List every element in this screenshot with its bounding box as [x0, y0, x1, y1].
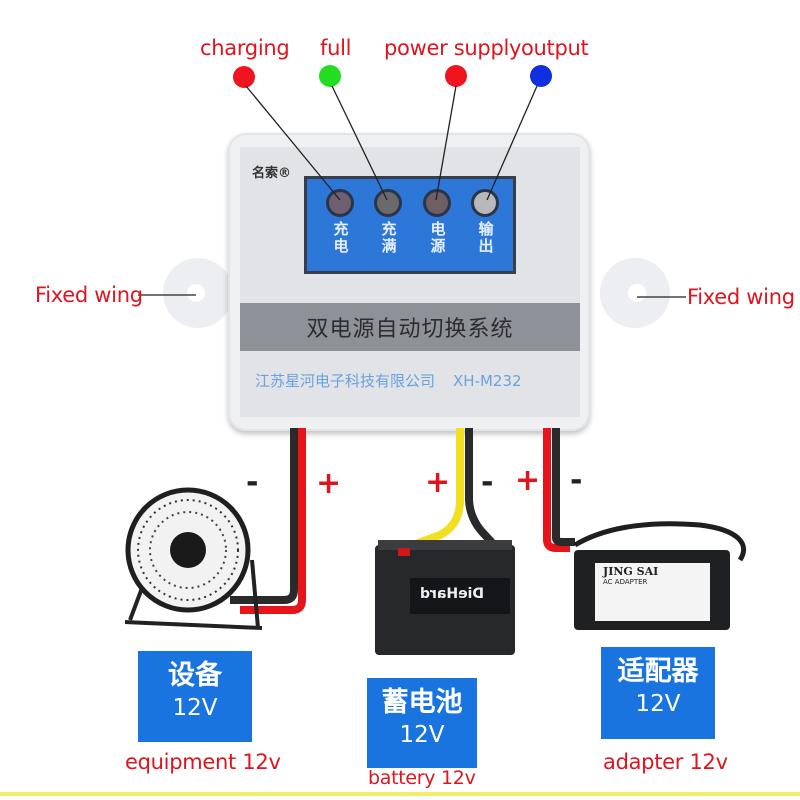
label-box-battery: 蓄电池 12V	[367, 678, 477, 768]
wire-battery-negative	[465, 428, 500, 551]
led-label-output: 输出	[478, 220, 494, 255]
callout-full: full	[320, 36, 352, 60]
indicator-dot-power-supply	[445, 65, 467, 87]
fixed-wing-left	[163, 258, 233, 328]
brand-logo: 名索®	[252, 166, 292, 181]
callout-fixed-wing-left: Fixed wing	[35, 283, 143, 307]
label-box-adapter: 适配器 12V	[601, 647, 715, 739]
label-adapter-voltage: 12V	[635, 691, 681, 717]
label-equipment-cn: 设备	[168, 660, 222, 691]
wire-equipment-positive	[240, 428, 306, 614]
label-adapter-cn: 适配器	[617, 656, 699, 687]
bottom-divider	[0, 792, 800, 796]
caption-adapter: adapter 12v	[603, 750, 728, 774]
sign-battery-negative: -	[481, 465, 494, 500]
wire-adapter-positive	[543, 428, 570, 552]
leader-line-output	[486, 85, 538, 201]
led-label-full: 充满	[381, 220, 397, 255]
led-label-power: 电源	[430, 220, 446, 255]
wire-adapter-negative	[552, 428, 575, 546]
indicator-dot-output	[530, 65, 552, 87]
battery-illustration	[375, 540, 515, 655]
label-box-equipment: 设备 12V	[138, 651, 252, 742]
sign-equipment-negative: -	[246, 465, 259, 500]
callout-charging: charging	[200, 36, 290, 60]
wire-battery-positive	[403, 428, 464, 552]
led-panel: 充电 充满 电源 输出	[304, 176, 516, 274]
led-full	[374, 189, 402, 217]
led-output	[471, 189, 499, 217]
leader-line-power	[435, 85, 457, 201]
indicator-dot-full	[319, 65, 341, 87]
sign-battery-positive: +	[425, 465, 451, 500]
fixed-wing-right	[600, 258, 670, 328]
company-line: 江苏星河电子科技有限公司 XH-M232	[255, 370, 575, 391]
sign-adapter-positive: +	[515, 463, 541, 498]
adapter-type: AC ADAPTER	[603, 578, 648, 586]
mounting-hole	[187, 284, 205, 302]
fan-illustration	[124, 487, 263, 630]
indicator-dot-charging	[233, 66, 255, 88]
led-label-charging: 充电	[333, 220, 349, 255]
caption-equipment: equipment 12v	[125, 750, 281, 774]
device-title: 双电源自动切换系统	[306, 317, 514, 342]
led-power	[423, 189, 451, 217]
wire-equipment-negative	[230, 428, 298, 604]
label-battery-cn: 蓄电池	[381, 687, 463, 718]
model-number: XH-M232	[453, 372, 522, 390]
company-name: 江苏星河电子科技有限公司	[255, 372, 436, 390]
adapter-brand: JING SAI	[603, 565, 659, 578]
sign-equipment-positive: +	[316, 466, 342, 501]
sign-adapter-negative: -	[570, 463, 583, 498]
led-charging	[326, 189, 354, 217]
device-title-bar: 双电源自动切换系统	[240, 303, 580, 351]
leader-line-full	[331, 85, 388, 201]
leader-line-charging	[245, 85, 341, 201]
label-equipment-voltage: 12V	[172, 695, 218, 721]
callout-power-supply: power supply	[384, 36, 522, 60]
battery-brand: DieHard	[420, 586, 485, 602]
caption-battery: battery 12v	[368, 767, 476, 789]
label-battery-voltage: 12V	[399, 722, 445, 748]
callout-output: output	[521, 36, 589, 60]
adapter-illustration	[573, 521, 747, 630]
callout-fixed-wing-right: Fixed wing	[687, 285, 795, 309]
